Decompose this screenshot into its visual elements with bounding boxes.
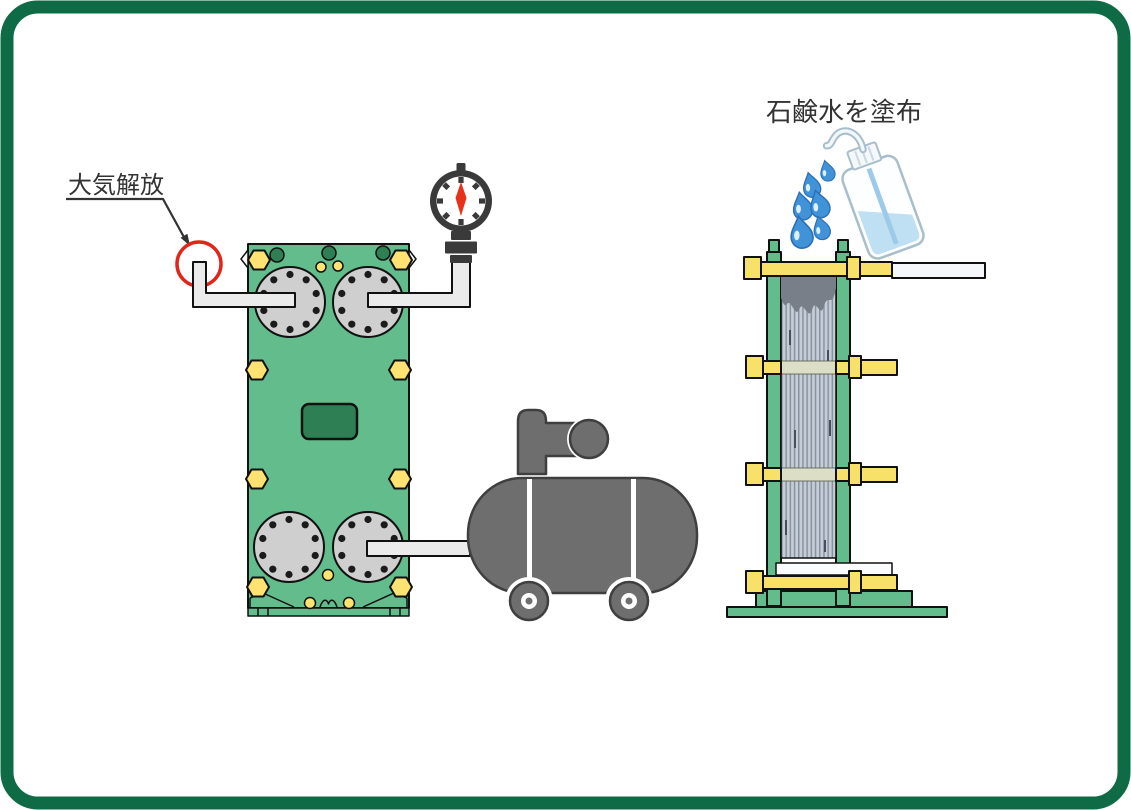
air-compressor — [466, 408, 699, 625]
compressor-wheel — [505, 577, 553, 625]
side-hx-top-pipe — [891, 262, 986, 279]
water-drops — [786, 158, 838, 251]
compressor-wheel — [605, 577, 653, 625]
stud-circle — [315, 261, 327, 273]
bottle-tube — [866, 167, 899, 245]
gauge-ticks — [437, 177, 485, 225]
stud-circle — [332, 260, 344, 272]
hex-bolt-icon — [245, 468, 269, 490]
water-drop-icon — [786, 213, 816, 251]
hex-bolt-icon — [389, 576, 413, 598]
plate-pack-marks — [785, 330, 831, 552]
port-circle — [269, 247, 285, 263]
soap-water-label: 石鹸水を塗布 — [766, 98, 922, 127]
atmosphere-vent-pipe — [192, 261, 296, 308]
hx-base-ticks — [257, 608, 401, 616]
frame-post-left — [766, 251, 782, 607]
hx-bottom-notch — [319, 599, 338, 608]
tank-seam — [631, 479, 636, 592]
stud-circle — [321, 568, 335, 582]
atmosphere-release-arrow-icon — [180, 233, 190, 246]
port-circle — [321, 245, 337, 261]
hex-bolt-icon — [388, 359, 412, 381]
gauge-needle — [455, 182, 467, 216]
bottle-spout-inner — [824, 129, 865, 152]
hx-top-left-notch — [240, 249, 249, 269]
port-circle — [375, 245, 391, 261]
side-hx-base-plate — [726, 606, 948, 618]
stud-circle — [342, 596, 356, 610]
compressor-tank — [466, 476, 699, 595]
hex-bolt-icon — [246, 576, 270, 598]
tie-bar — [745, 462, 898, 486]
plate-heat-exchanger-side — [726, 239, 986, 618]
pump-motor — [568, 418, 610, 460]
hx-nameplate — [300, 402, 359, 441]
tank-seam — [527, 479, 532, 592]
water-drop-icon — [817, 158, 838, 184]
soap-bottle — [822, 127, 925, 260]
bottle-liquid — [857, 211, 920, 255]
flange-bottom-left — [253, 511, 325, 583]
tie-bar — [745, 355, 898, 379]
hex-bolt-icon — [247, 249, 271, 271]
frame-post-right — [835, 251, 851, 607]
tie-bar-crossband — [780, 360, 837, 375]
hx-front-base-strip — [247, 607, 410, 617]
stud-circle — [303, 596, 317, 610]
gauge-stem — [445, 231, 477, 263]
tie-bar-bottom — [745, 562, 898, 594]
plate-pack — [780, 275, 837, 559]
compressor-inlet-pipe — [366, 540, 471, 557]
atmosphere-release-annotation: 大気解放 — [66, 172, 223, 288]
hex-bolt-icon — [245, 359, 269, 381]
tie-bar-crossband — [780, 467, 837, 482]
hex-bolt-icon — [389, 249, 413, 271]
plate-pack-shadow — [781, 276, 836, 314]
pressure-gauge — [430, 163, 492, 263]
tie-bar-top — [743, 256, 986, 280]
atmosphere-release-label: 大気解放 — [68, 172, 164, 199]
hex-bolt-icon — [388, 468, 412, 490]
atmosphere-release-leader-line — [66, 197, 186, 240]
